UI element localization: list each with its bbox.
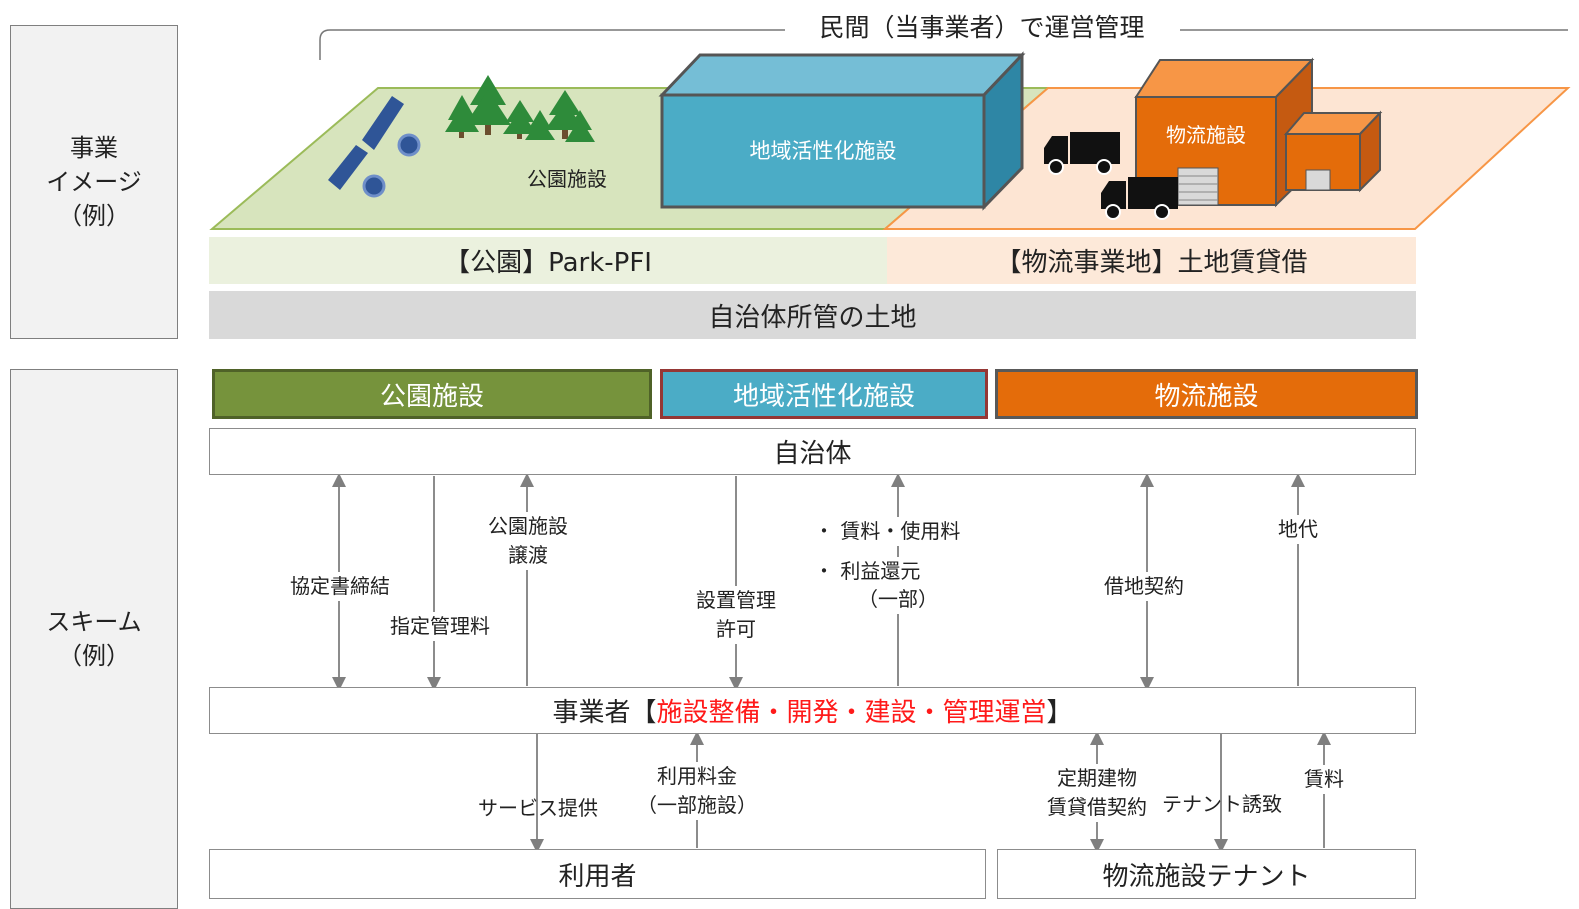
label-tenant-invite: テナント誘致 — [1162, 792, 1282, 816]
logistics-facility-illustration-label: 物流施設 — [1166, 124, 1246, 147]
regional-facility-illustration-label: 地域活性化施設 — [750, 140, 897, 163]
operator-suffix: 】 — [1046, 698, 1073, 728]
label-land-rent: 地代 — [1266, 515, 1330, 544]
label-rent: 賃料 — [1294, 765, 1354, 794]
operator-box: 事業者【施設整備・開発・建設・管理運営】 — [209, 687, 1416, 734]
tree-icon — [445, 75, 595, 142]
band-municipal-land: 自治体所管の土地 — [209, 291, 1416, 339]
operator-prefix: 事業者【 — [552, 698, 657, 728]
management-bracket — [319, 29, 785, 60]
user-box: 利用者 — [209, 849, 986, 899]
facility-park: 公園施設 — [212, 369, 652, 419]
label-service: サービス提供 — [478, 796, 598, 820]
park-facility-illustration-label: 公園施設 — [527, 168, 607, 191]
label-usage-fee: 利用料金 （一部施設） — [630, 762, 764, 820]
band-logistics-lease: 【物流事業地】土地賃貸借 — [887, 237, 1416, 284]
tenant-box: 物流施設テナント — [997, 849, 1416, 899]
label-rent-usage-fee: ・ 賃料・使用料 — [814, 517, 984, 546]
facility-logistics: 物流施設 — [995, 369, 1418, 419]
label-fixed-term-lease: 定期建物 賃貸借契約 — [1034, 764, 1160, 822]
band-park-pfi: 【公園】Park-PFI — [209, 237, 887, 284]
regional-building-icon — [658, 51, 1026, 211]
label-lease-contract: 借地契約 — [1092, 572, 1196, 601]
row-header-scheme: スキーム （例） — [10, 369, 178, 909]
label-profit-return-sub: （一部） — [848, 585, 948, 614]
truck-icon-2 — [1101, 177, 1178, 220]
label-profit-return: ・ 利益還元 — [814, 557, 944, 586]
private-management-label: 民間（当事業者）で運営管理 — [786, 10, 1178, 46]
label-permission: 設置管理 許可 — [684, 586, 788, 644]
row-header-business-image: 事業 イメージ （例） — [10, 25, 178, 339]
operator-role: 施設整備・開発・建設・管理運営 — [656, 698, 1047, 728]
label-transfer: 公園施設 譲渡 — [476, 512, 580, 570]
label-agreement: 協定書締結 — [278, 572, 402, 601]
facility-regional: 地域活性化施設 — [660, 369, 988, 419]
small-warehouse-icon — [1283, 110, 1383, 193]
label-management-fee: 指定管理料 — [378, 612, 502, 641]
truck-icon — [1044, 132, 1120, 175]
municipality-box: 自治体 — [209, 428, 1416, 475]
playground-icon — [328, 96, 421, 198]
